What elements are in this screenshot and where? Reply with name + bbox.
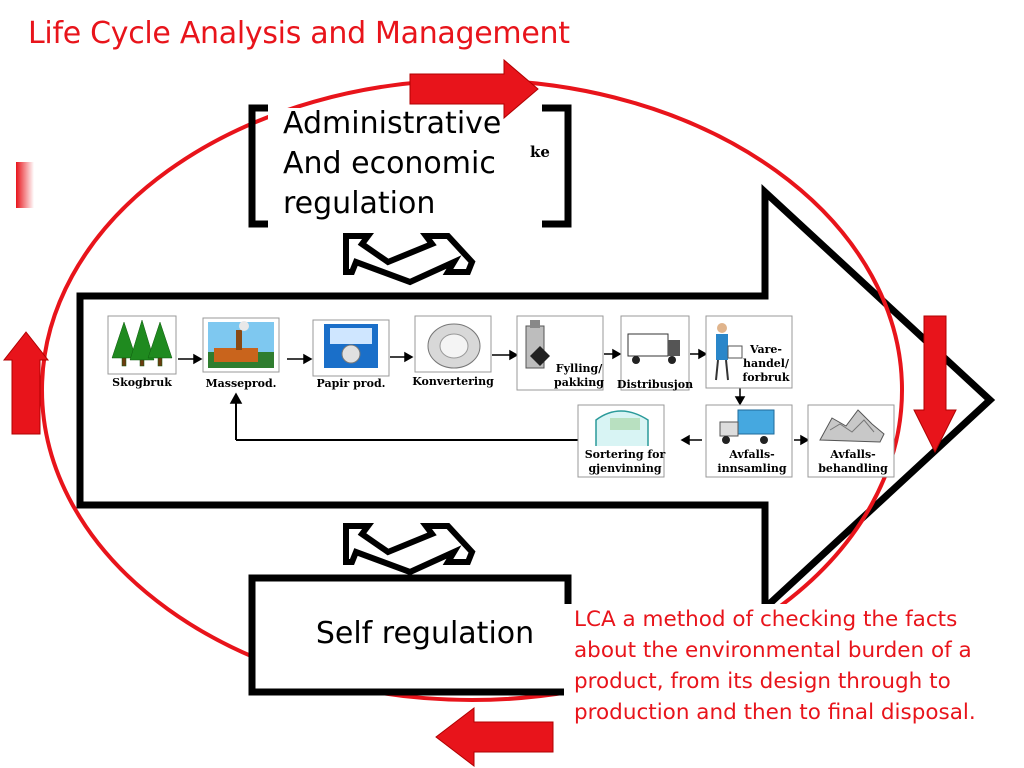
stage-waste-treatment: [807, 404, 895, 478]
top-connector-arrow: [343, 233, 476, 286]
forest-icon: [111, 319, 173, 367]
factory-icon: [208, 321, 274, 368]
stage-pulp: [202, 317, 280, 373]
top-regulation-line: And economic: [283, 146, 496, 181]
arrow-up-icon: [2, 331, 50, 435]
stage-label-forestry: Skogbruk: [112, 376, 172, 389]
flow-connectors: [178, 348, 810, 446]
stage-label-pulp: Masseprod.: [205, 377, 277, 390]
arrow-left-icon: [435, 706, 554, 768]
paper-machine-icon: [324, 324, 378, 368]
roll-icon: [427, 323, 481, 369]
recycling-dome-icon: [595, 410, 649, 446]
stage-label-waste-collection: Avfalls- innsamling: [712, 448, 792, 476]
garbage-truck-icon: [719, 409, 775, 444]
stage-label-line: Vare-: [749, 343, 782, 356]
stage-label-line: Avfalls-: [729, 448, 775, 461]
stage-label-sorting: Sortering for gjenvinning: [578, 448, 672, 476]
stage-label-converting: Konvertering: [412, 375, 494, 388]
stage-distribution: [620, 315, 690, 391]
top-regulation-line: Administrative: [283, 106, 502, 141]
top-regulation-box: [248, 104, 572, 228]
stage-label-retail: Vare- handel/ forbruk: [738, 343, 794, 385]
waste-pile-icon: [819, 409, 885, 443]
stage-label-paper: Papir prod.: [316, 377, 386, 390]
top-regulation-line: regulation: [283, 186, 436, 221]
bottom-connector-arrow: [343, 523, 476, 576]
hidden-text-fragment: ke: [530, 143, 550, 161]
stage-waste-collection: [705, 404, 793, 478]
stage-label-line: pakking: [554, 376, 604, 389]
stage-label-waste-treatment: Avfalls- behandling: [812, 448, 894, 476]
arrow-right-icon: [409, 58, 539, 120]
top-regulation-text: Administrative And economic regulation: [283, 104, 513, 224]
stage-label-distribution: Distribusjon: [616, 378, 694, 391]
stage-label-line: innsamling: [717, 462, 787, 475]
shopper-icon: [715, 323, 743, 381]
filling-machine-icon: [525, 320, 550, 369]
truck-icon: [627, 333, 680, 364]
slide-title: Life Cycle Analysis and Management: [28, 16, 570, 51]
stage-label-filling: Fylling/ pakking: [550, 362, 608, 390]
stage-label-line: forbruk: [742, 371, 790, 384]
lca-description: LCA a method of checking the facts about…: [564, 604, 1024, 728]
stage-forestry: [107, 315, 177, 375]
bottom-regulation-text: Self regulation: [315, 616, 535, 651]
stage-retail: [705, 315, 793, 389]
stage-label-line: behandling: [818, 462, 888, 475]
bottom-regulation-box: [248, 574, 572, 696]
stage-label-line: Sortering for: [584, 448, 666, 461]
stage-label-line: Fylling/: [555, 362, 603, 375]
stage-label-line: gjenvinning: [588, 462, 662, 475]
process-arrow: [76, 183, 996, 617]
stage-converting: [414, 315, 492, 373]
stage-filling: [516, 315, 604, 391]
stage-label-line: Avfalls-: [830, 448, 876, 461]
stage-sorting: [577, 404, 665, 478]
stage-label-line: handel/: [742, 357, 789, 370]
gradient-bar: [16, 162, 34, 208]
arrow-down-icon: [913, 315, 957, 454]
stage-paper: [312, 319, 390, 377]
